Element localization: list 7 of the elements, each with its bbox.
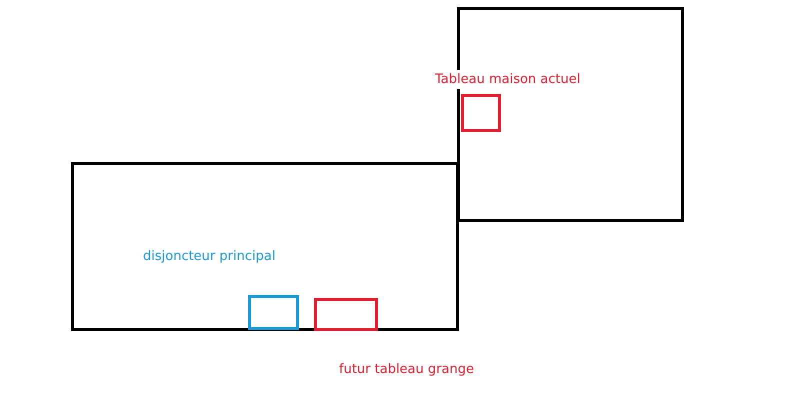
panel-label: futur tableau grange (338, 360, 475, 379)
panel-box (461, 94, 501, 132)
panel-box (314, 298, 378, 331)
main-breaker-box (248, 295, 299, 330)
barn-outline (71, 162, 459, 331)
panel-label: disjoncteur principal (142, 247, 276, 266)
panel-label: Tableau maison actuel (434, 70, 582, 89)
